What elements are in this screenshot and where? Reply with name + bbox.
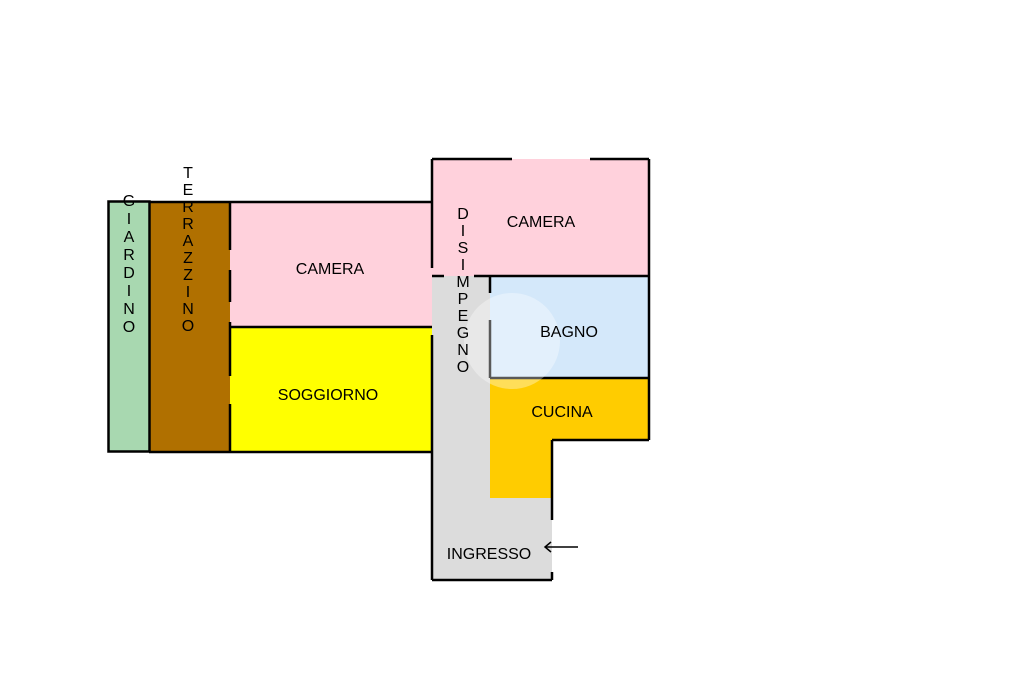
label-giardino: GIARDINO	[121, 193, 138, 337]
label-terrazzino: TERRAZZINO	[180, 165, 197, 335]
entrance-arrow-icon	[543, 541, 578, 553]
room-bagno	[490, 277, 649, 378]
room-cucina	[490, 378, 649, 498]
watermark-icon	[464, 293, 560, 389]
room-giardino	[109, 202, 149, 451]
label-cucina: CUCINA	[531, 404, 593, 421]
label-camera-top: CAMERA	[507, 214, 576, 231]
room-disimpegno-ingresso	[432, 276, 552, 580]
label-bagno: BAGNO	[540, 324, 598, 341]
walls	[107, 157, 651, 582]
label-camera-left: CAMERA	[296, 261, 365, 278]
room-camera-top	[432, 159, 649, 276]
room-soggiorno	[230, 327, 432, 452]
room-camera-left	[230, 202, 432, 327]
label-ingresso: INGRESSO	[447, 546, 531, 563]
label-disimpegno: DISIMPEGNO	[455, 206, 472, 376]
room-terrazzino	[150, 202, 230, 452]
label-soggiorno: SOGGIORNO	[278, 387, 378, 404]
